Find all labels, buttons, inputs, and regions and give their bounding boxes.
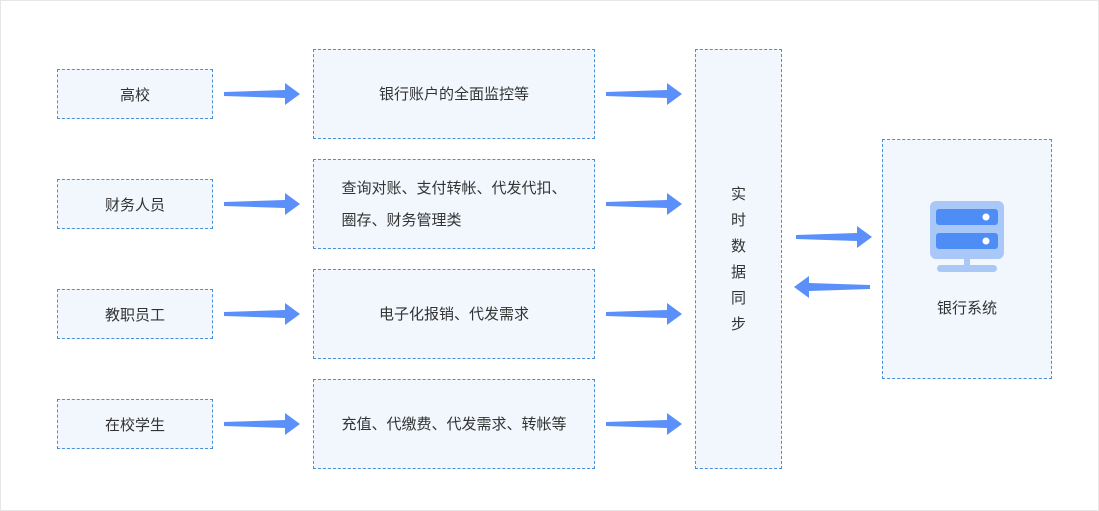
sync-char: 步: [730, 315, 746, 333]
sync-char: 同: [730, 289, 746, 307]
service-line: 银行账户的全面监控等: [378, 85, 529, 103]
service-box-reimbursement: 电子化报销、代发需求: [313, 269, 595, 359]
realtime-sync-box: 实 时 数 据 同 步: [695, 49, 782, 469]
source-label: 在校学生: [104, 415, 165, 434]
arrow-right: [224, 83, 300, 105]
arrow-right: [606, 193, 682, 215]
service-box-payments: 充值、代缴费、代发需求、转帐等: [313, 379, 595, 469]
bank-system-box: 银行系统: [882, 139, 1052, 379]
source-label: 高校: [119, 85, 150, 104]
arrow-left: [794, 276, 870, 298]
service-box-reconciliation: 查询对账、支付转帐、代发代扣、圈存、财务管理类: [313, 159, 595, 249]
service-line: 圈存、财务管理类: [341, 211, 462, 229]
service-line: 充值、代缴费、代发需求、转帐等: [341, 415, 567, 433]
sync-char: 实: [730, 185, 746, 203]
service-box-account-monitoring: 银行账户的全面监控等: [313, 49, 595, 139]
arrow-right: [606, 413, 682, 435]
sync-char: 据: [730, 263, 746, 281]
sync-char: 数: [730, 237, 746, 255]
arrow-right: [224, 303, 300, 325]
source-label: 教职员工: [104, 305, 165, 324]
arrow-right: [796, 226, 872, 248]
arrow-right: [224, 413, 300, 435]
server-icon: [930, 200, 1004, 272]
arrow-right: [224, 193, 300, 215]
service-line: 电子化报销、代发需求: [378, 305, 529, 323]
arrow-right: [606, 303, 682, 325]
service-line: 查询对账、支付转帐、代发代扣、: [341, 179, 567, 197]
arrow-right: [606, 83, 682, 105]
sync-char: 时: [730, 211, 746, 229]
source-box-university: 高校: [57, 69, 213, 119]
bank-system-label: 银行系统: [936, 298, 997, 317]
source-box-students: 在校学生: [57, 399, 213, 449]
source-label: 财务人员: [104, 195, 165, 214]
source-box-faculty: 教职员工: [57, 289, 213, 339]
source-box-finance-staff: 财务人员: [57, 179, 213, 229]
